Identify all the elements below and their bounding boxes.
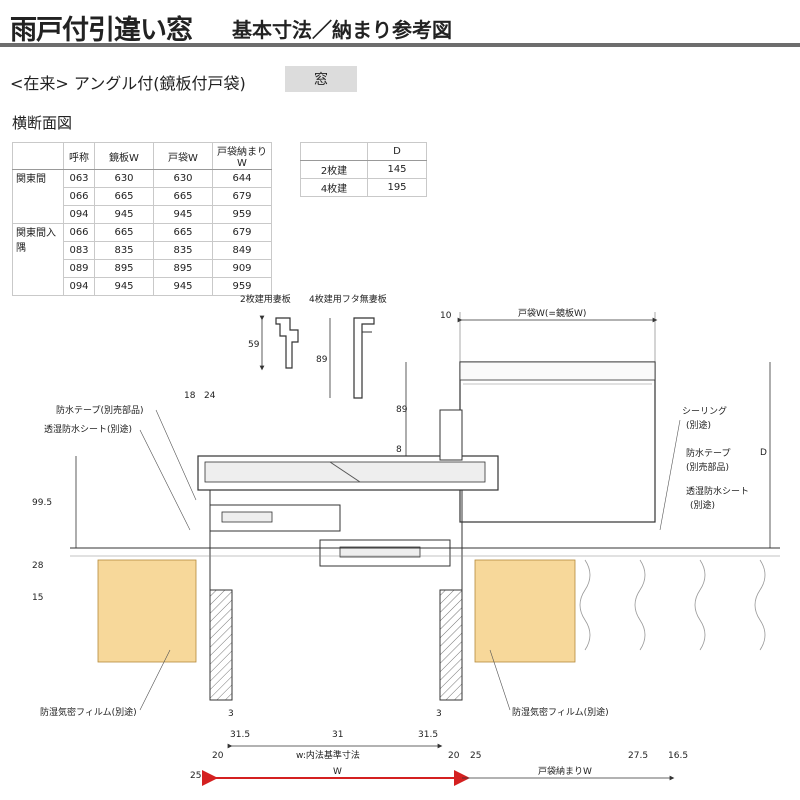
end-panel-profile-2 bbox=[275, 317, 299, 369]
dim-31: 31 bbox=[332, 730, 343, 740]
window-frame bbox=[197, 409, 499, 590]
table-cell: 945 bbox=[94, 277, 154, 296]
dim-16-5: 16.5 bbox=[668, 751, 688, 761]
dim-tobukuro-osamari-w: 戸袋納まりW bbox=[538, 765, 592, 777]
inset-label-2: 2枚建用妻板 bbox=[240, 293, 291, 305]
dim-24: 24 bbox=[204, 391, 216, 401]
dim-8: 8 bbox=[396, 445, 402, 455]
dim-tobukuro-w: 戸袋W(=鏡板W) bbox=[518, 307, 586, 319]
dim-25-mid: 25 bbox=[470, 751, 481, 761]
page-subtitle: 基本寸法／納まり参考図 bbox=[232, 18, 452, 42]
label-sheet-right-2: (別途) bbox=[690, 499, 715, 511]
group-label: 関東間 bbox=[12, 169, 64, 224]
label-sealing-2: (別途) bbox=[686, 419, 711, 431]
table-row: 094 945 945 959 bbox=[13, 205, 272, 224]
table-row: 066 665 665 679 bbox=[13, 187, 272, 206]
dim-3-left: 3 bbox=[228, 709, 234, 719]
label-sealing-1: シーリング bbox=[682, 405, 727, 417]
dim-99-5: 99.5 bbox=[32, 498, 52, 508]
dim-w-total: W bbox=[333, 767, 342, 777]
table-header-row: 呼称 鏡板W 戸袋W 戸袋納まりW bbox=[12, 142, 272, 170]
type-badge: 窓 bbox=[285, 66, 357, 92]
dim-10: 10 bbox=[440, 311, 452, 321]
title-divider bbox=[0, 43, 800, 47]
table-row: 094 945 945 959 bbox=[13, 277, 272, 296]
dim-3-right: 3 bbox=[436, 709, 442, 719]
dim-20-left: 20 bbox=[212, 751, 224, 761]
label-tape-right-2: (別売部品) bbox=[686, 461, 729, 473]
dim-27-5: 27.5 bbox=[628, 751, 648, 761]
end-panel-profile-4 bbox=[353, 317, 375, 399]
page-title: 雨戸付引違い窓 bbox=[10, 15, 193, 46]
table-row: 4枚建 195 bbox=[300, 178, 427, 197]
label-moisture-sheet: 透湿防水シート(別途) bbox=[44, 423, 132, 435]
table-cell: 959 bbox=[212, 277, 272, 296]
d-table: D 2枚建 145 4枚建 195 bbox=[300, 142, 427, 197]
label-vapor-left: 防湿気密フィルム(別途) bbox=[40, 706, 137, 718]
dim-31-5-left: 31.5 bbox=[230, 730, 250, 740]
dim-59: 59 bbox=[248, 340, 260, 350]
table-header: 鏡板W bbox=[94, 142, 154, 170]
label-tape-right-1: 防水テープ bbox=[686, 447, 730, 459]
table-header-row: D bbox=[300, 142, 427, 161]
dim-d: D bbox=[760, 448, 767, 458]
dimension-table: 呼称 鏡板W 戸袋W 戸袋納まりW 関東間 063 630 630 644 06… bbox=[12, 142, 272, 296]
stud-right bbox=[439, 589, 463, 701]
dim-inner-w: w:内法基準寸法 bbox=[296, 749, 360, 761]
label-waterproof-tape: 防水テープ(別売部品) bbox=[56, 404, 143, 416]
dim-28: 28 bbox=[32, 561, 44, 571]
product-label: <在来> アングル付(鏡板付戸袋) bbox=[10, 74, 246, 93]
dim-89: 89 bbox=[396, 405, 408, 415]
table-row: 083 835 835 849 bbox=[13, 241, 272, 260]
section-title: 横断面図 bbox=[12, 114, 73, 132]
table-row: 関東間 063 630 630 644 bbox=[12, 169, 272, 224]
stud-left bbox=[209, 589, 233, 701]
dim-18: 18 bbox=[184, 391, 196, 401]
type-badge-text: 窓 bbox=[314, 72, 328, 88]
inset-label-4: 4枚建用フタ無妻板 bbox=[309, 293, 387, 305]
label-vapor-right: 防湿気密フィルム(別途) bbox=[512, 706, 609, 718]
dim-20-right: 20 bbox=[448, 751, 460, 761]
group-label: 関東間入隅 bbox=[12, 223, 64, 296]
dim-89-inset: 89 bbox=[316, 355, 328, 365]
table-cell: 094 bbox=[63, 277, 95, 296]
insulation-right bbox=[474, 559, 576, 663]
insulation-left bbox=[97, 559, 197, 663]
label-sheet-right-1: 透湿防水シート bbox=[686, 485, 749, 497]
shutter-box bbox=[459, 361, 656, 523]
dim-31-5-right: 31.5 bbox=[418, 730, 438, 740]
table-cell: 195 bbox=[367, 178, 427, 197]
dim-15: 15 bbox=[32, 593, 43, 603]
dim-25-left: 25 bbox=[190, 771, 201, 781]
table-row: 089 895 895 909 bbox=[13, 259, 272, 278]
table-header: 呼称 bbox=[63, 142, 95, 170]
